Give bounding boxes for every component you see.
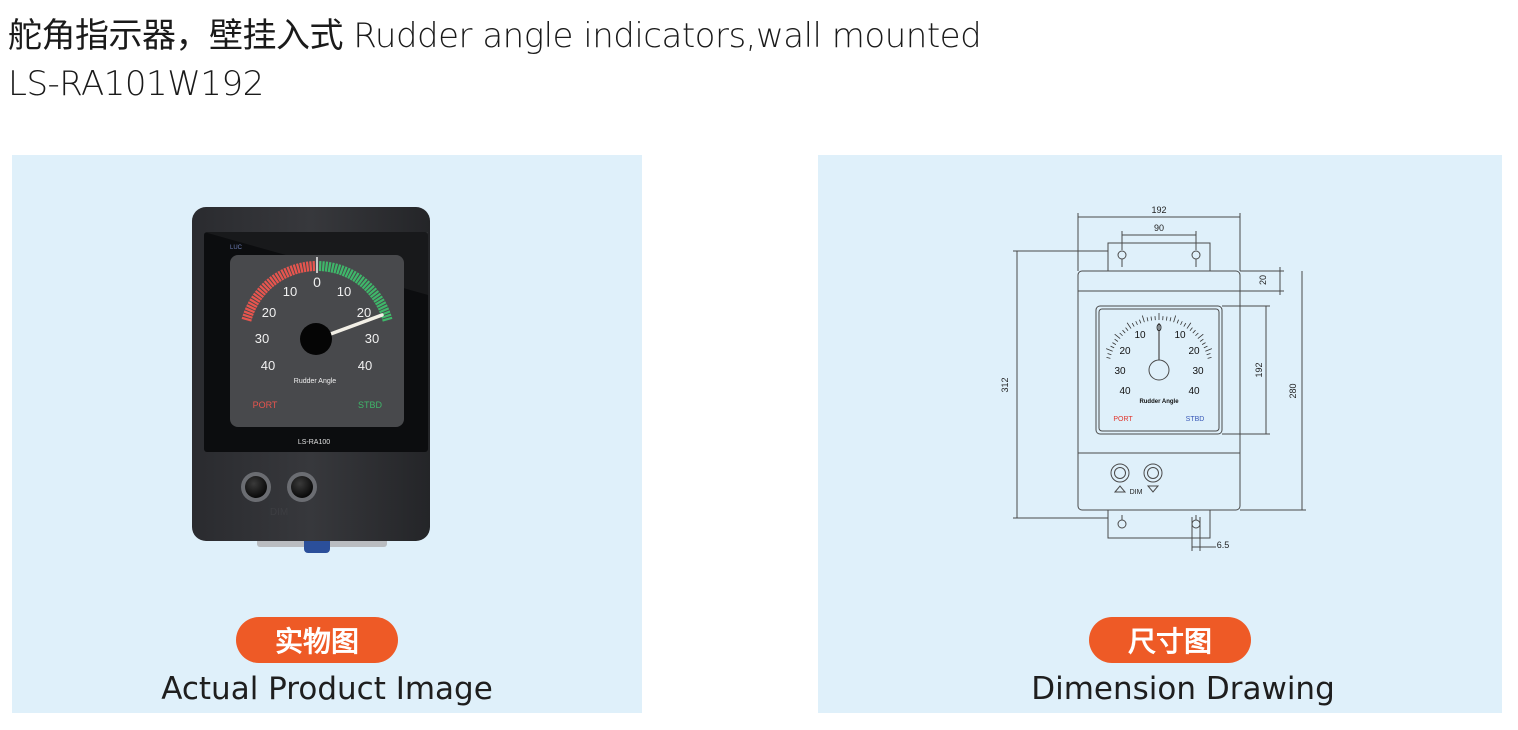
drawing-port-30: 30 — [1114, 366, 1126, 377]
drawing-dim-label: DIM — [1130, 489, 1143, 496]
bottom-tab — [1107, 509, 1211, 539]
product-photo: 0 10 20 30 40 10 20 30 40 Rudder Angle P… — [192, 207, 430, 553]
dimension-drawing: 192 90 312 20 192 280 6.5 0 10 20 30 40 … — [1000, 205, 1306, 551]
drawing-port-20: 20 — [1119, 346, 1131, 357]
drawing-dial-zero: 0 — [1156, 323, 1162, 334]
drawing-body — [1077, 270, 1241, 511]
dial-stbd-30: 30 — [365, 331, 379, 346]
dim-up-button — [291, 476, 313, 498]
drawing-stbd-10: 10 — [1174, 330, 1186, 341]
drawing-badge: 尺寸图 — [1089, 617, 1251, 663]
top-tab — [1107, 242, 1211, 272]
dim-label: DIM — [270, 507, 288, 518]
dim-overall-width: 192 — [1151, 205, 1166, 215]
stbd-label: STBD — [358, 400, 383, 410]
drawing-dim-up-knob — [1143, 463, 1163, 483]
port-label: PORT — [253, 400, 278, 410]
dim-down-button — [245, 476, 267, 498]
drawing-dial-window — [1095, 305, 1223, 435]
model-number: LS-RA101W192 — [8, 64, 264, 104]
dim-hole-diameter: 6.5 — [1217, 540, 1230, 550]
dial-title: Rudder Angle — [294, 378, 337, 385]
model-label: LS-RA100 — [298, 439, 330, 446]
drawing-stbd-20: 20 — [1188, 346, 1200, 357]
dim-top-offset: 20 — [1258, 275, 1268, 285]
dial-port-10: 10 — [283, 284, 297, 299]
drawing-port-label: PORT — [1113, 416, 1133, 423]
dial-port-20: 20 — [262, 305, 276, 320]
brand-logo: LUC — [230, 245, 243, 251]
drawing-dim-down-knob — [1110, 463, 1130, 483]
dial-stbd-10: 10 — [337, 284, 351, 299]
dial-port-40: 40 — [261, 358, 275, 373]
dial-zero: 0 — [313, 274, 321, 290]
dial-stbd-20: 20 — [357, 305, 371, 320]
dial-port-30: 30 — [255, 331, 269, 346]
dimension-drawing-panel: 192 90 312 20 192 280 6.5 0 10 20 30 40 … — [818, 155, 1502, 713]
dial-stbd-40: 40 — [358, 358, 372, 373]
drawing-port-10: 10 — [1134, 330, 1146, 341]
dim-body-height: 280 — [1288, 383, 1298, 398]
dim-overall-height: 312 — [1000, 377, 1010, 392]
product-image-panel: 0 10 20 30 40 10 20 30 40 Rudder Angle P… — [12, 155, 642, 713]
page-title: 舵角指示器，壁挂入式 Rudder angle indicators,wall … — [8, 16, 982, 56]
needle-hub — [300, 323, 332, 355]
dim-dial-height: 192 — [1254, 362, 1264, 377]
drawing-stbd-label: STBD — [1186, 416, 1205, 423]
product-caption: Actual Product Image — [161, 671, 493, 707]
drawing-stbd-40: 40 — [1188, 386, 1200, 397]
product-badge: 实物图 — [236, 617, 398, 663]
drawing-stbd-30: 30 — [1192, 366, 1204, 377]
drawing-needle-hub — [1148, 359, 1170, 381]
drawing-port-40: 40 — [1119, 386, 1131, 397]
drawing-dial-title: Rudder Angle — [1139, 399, 1179, 405]
dim-hole-spacing: 90 — [1154, 223, 1164, 233]
drawing-caption: Dimension Drawing — [1031, 671, 1335, 707]
